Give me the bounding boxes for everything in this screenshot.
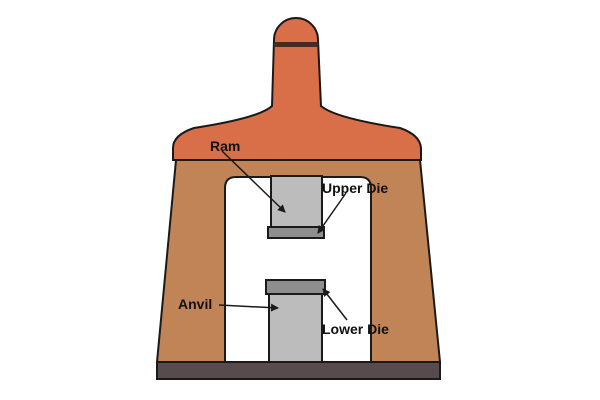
hammer-base — [156, 361, 441, 380]
anvil-leader — [218, 303, 279, 312]
head-band — [274, 42, 318, 47]
upper-die — [267, 226, 325, 239]
anvil — [268, 293, 323, 363]
hammer-head — [172, 17, 422, 161]
lower-die-leader — [322, 288, 348, 321]
upper-die-leader — [317, 192, 347, 234]
ram-leader — [221, 150, 286, 213]
label-lower-die: Lower Die — [322, 321, 389, 337]
ram — [270, 175, 323, 228]
label-upper-die: Upper Die — [322, 180, 389, 196]
label-anvil: Anvil — [178, 296, 213, 312]
frame-opening — [224, 176, 372, 363]
label-ram: Ram — [210, 138, 241, 154]
lower-die — [265, 279, 326, 295]
